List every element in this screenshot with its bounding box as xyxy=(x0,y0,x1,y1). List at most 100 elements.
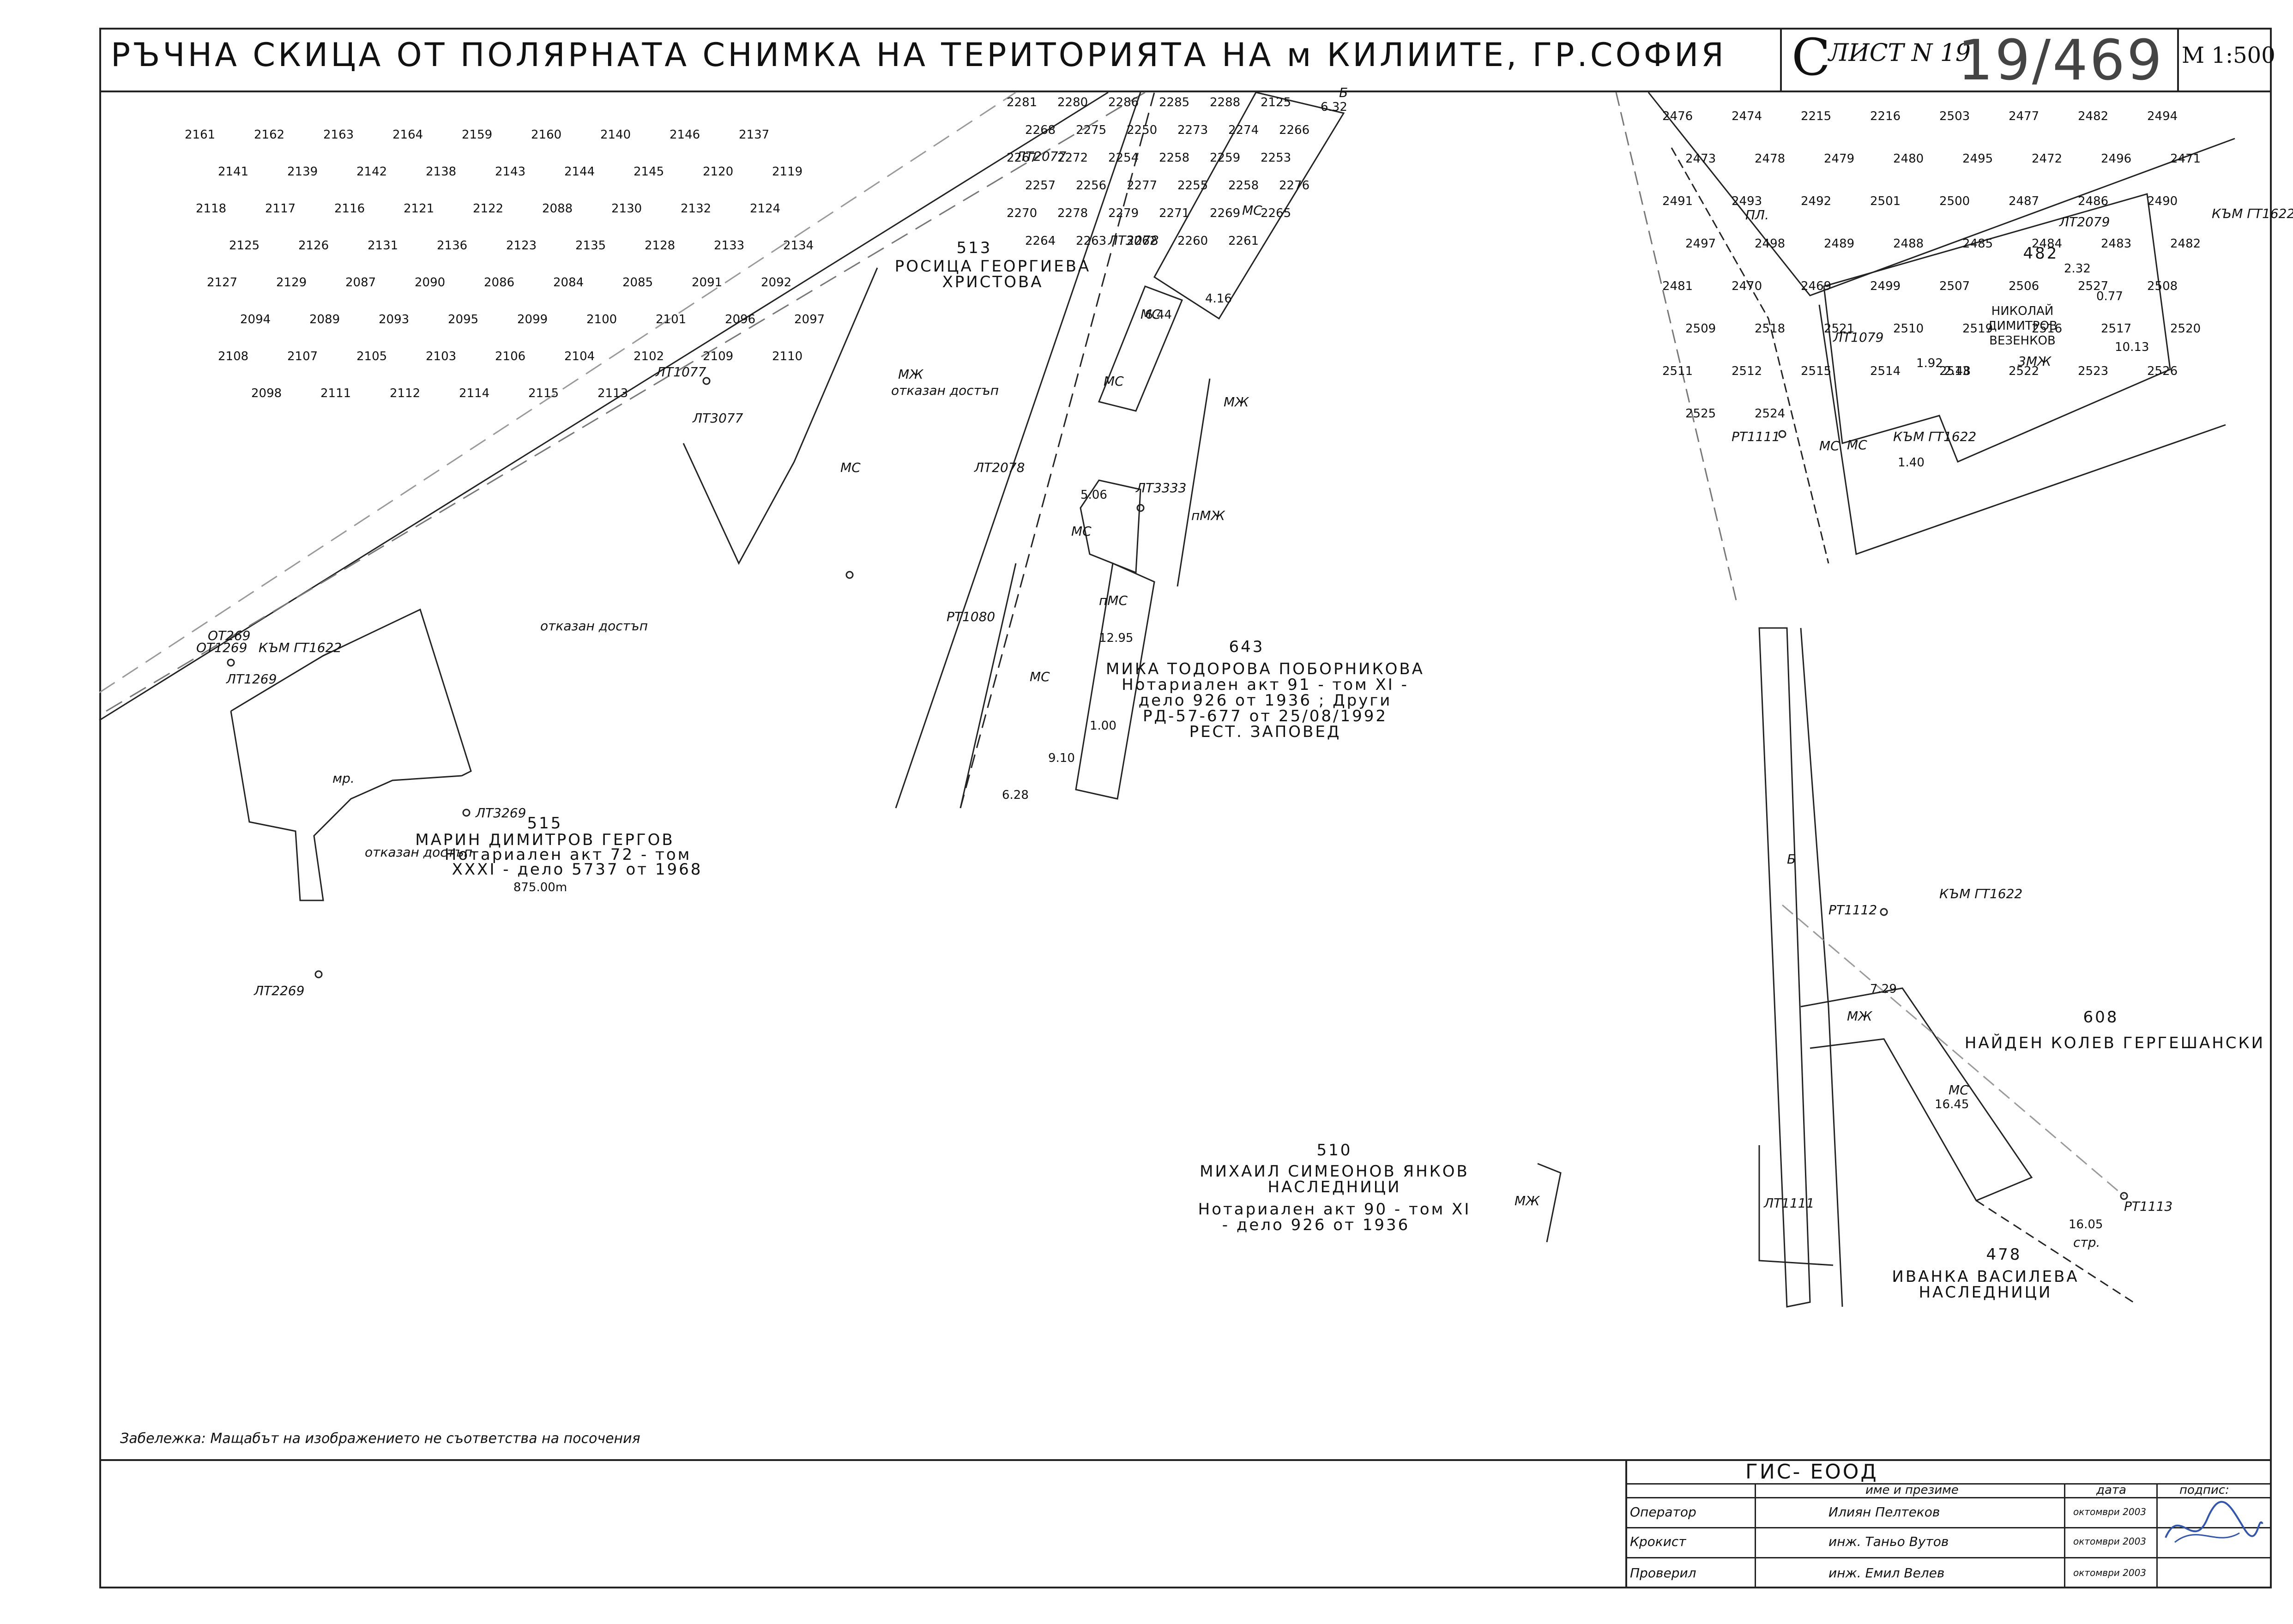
parcel-owner-643: дело 926 от 1936 ; Други xyxy=(1139,691,1392,710)
dashed-traverse xyxy=(1782,904,2124,1197)
point-number: 2102 xyxy=(634,350,664,363)
point-number: 2516 xyxy=(2032,322,2062,336)
col-sign-header: подпис: xyxy=(2179,1483,2229,1497)
point-number: 2510 xyxy=(1893,322,1924,336)
distance-label: 0.77 xyxy=(2096,290,2123,303)
survey-station: ЛТ1111 xyxy=(1763,1195,1814,1211)
point-number: 2474 xyxy=(1732,109,1762,123)
direction-label: КЪМ ГТ1622 xyxy=(1893,429,1976,444)
point-number: 2268 xyxy=(1025,123,1056,137)
point-number: 2131 xyxy=(368,239,398,253)
point-number: 2281 xyxy=(1007,96,1037,109)
point-number: 2092 xyxy=(761,276,791,290)
point-number: 2518 xyxy=(1755,322,1785,336)
point-number: 2128 xyxy=(645,239,675,253)
point-number: 2526 xyxy=(2147,364,2178,378)
point-number: 2479 xyxy=(1824,152,1854,166)
point-number: 2104 xyxy=(564,350,595,363)
fence-line xyxy=(1177,378,1211,587)
point-number: 2216 xyxy=(1870,109,1901,123)
refused-access-label: отказан достъп xyxy=(365,845,472,860)
parcel-482-boundary xyxy=(1647,92,2235,296)
building-type-label: МС xyxy=(1030,669,1050,684)
point-number: 2517 xyxy=(2101,322,2131,336)
point-number: 2135 xyxy=(575,239,606,253)
point-number: 2115 xyxy=(528,386,559,400)
point-number: 2279 xyxy=(1108,206,1139,220)
company-name: ГИС- ЕООД xyxy=(1745,1460,1878,1484)
point-number: 2120 xyxy=(703,165,733,179)
point-number: 2499 xyxy=(1870,279,1901,293)
sheet-cell xyxy=(1780,28,2182,92)
name-operator: Илиян Пелтеков xyxy=(1828,1504,1940,1520)
point-number: 2117 xyxy=(265,202,296,216)
refused-access-label: отказан достъп xyxy=(540,618,648,634)
point-number: 2521 xyxy=(1824,322,1854,336)
point-number: 2477 xyxy=(2009,109,2039,123)
point-number: 2100 xyxy=(586,313,617,326)
point-number: 2126 xyxy=(298,239,329,253)
building-type-label: МЖ xyxy=(1515,1193,1540,1208)
point-number: 2495 xyxy=(1962,152,1993,166)
parcel-number-608: 608 xyxy=(2083,1008,2119,1026)
point-number: 2134 xyxy=(783,239,814,253)
point-number: 2273 xyxy=(1177,123,1208,137)
parcel-515-boundary xyxy=(230,711,462,901)
point-number: 2267 xyxy=(1007,151,1037,165)
point-number: 2097 xyxy=(794,313,825,326)
point-number: 2099 xyxy=(517,313,548,326)
parcel-owner-643: МИКА ТОДОРОВА ПОБОРНИКОВА xyxy=(1106,660,1424,678)
survey-station: РТ1113 xyxy=(2124,1199,2172,1214)
point-number: 2091 xyxy=(692,276,722,290)
building-type-label: пМС xyxy=(1099,593,1128,608)
point-number: 2093 xyxy=(379,313,409,326)
point-number: 2160 xyxy=(531,128,561,142)
survey-station: ЛТ2078 xyxy=(974,460,1025,475)
point-number: 2512 xyxy=(1732,364,1762,378)
area-label: ПЛ. xyxy=(1745,207,1769,223)
parcel-owner-515: Нотариален акт 72 - том xyxy=(445,845,692,864)
point-number: 2089 xyxy=(309,313,340,326)
point-number: 2123 xyxy=(506,239,537,253)
parcel-owner-510: - дело 926 от 1936 xyxy=(1222,1216,1410,1234)
point-number: 2258 xyxy=(1159,151,1189,165)
date-checker: октомври 2003 xyxy=(2073,1567,2147,1578)
point-number: 2121 xyxy=(404,202,434,216)
point-number: 2163 xyxy=(323,128,354,142)
point-number: 2130 xyxy=(611,202,642,216)
parcel-number-643: 643 xyxy=(1229,638,1265,656)
road-edge xyxy=(895,92,1141,809)
point-number: 2288 xyxy=(1210,96,1240,109)
point-number: 2105 xyxy=(356,350,387,363)
point-number: 2159 xyxy=(462,128,492,142)
scale-cell xyxy=(2177,28,2272,92)
point-number: 2469 xyxy=(1801,279,1831,293)
parcel-number-482: 482 xyxy=(2023,244,2059,263)
point-number: 2265 xyxy=(1261,206,1291,220)
point-number: 2111 xyxy=(320,386,351,400)
point-number: 2500 xyxy=(1939,194,1970,208)
tb-rule xyxy=(2156,1483,2158,1588)
distance-labels: 6.324.166.445.0612.959.106.281.002.320.7… xyxy=(1002,100,2149,1232)
point-number: 2501 xyxy=(1870,194,1901,208)
parcel-owner-643: РД-57-677 от 25/08/1992 xyxy=(1143,707,1388,725)
point-number: 2473 xyxy=(1685,152,1716,166)
point-number: 2261 xyxy=(1228,234,1259,248)
direction-label: КЪМ ГТ1622 xyxy=(1939,886,2022,901)
point-number: 2483 xyxy=(2101,237,2131,251)
building xyxy=(1075,562,1155,800)
point-number: 2470 xyxy=(1732,279,1762,293)
point-number: 2140 xyxy=(600,128,631,142)
point-number: 2258 xyxy=(1228,179,1259,193)
survey-station: РТ1112 xyxy=(1828,902,1877,918)
direction-label: КЪМ ГТ1622 xyxy=(2212,206,2293,221)
road-label: Б xyxy=(1787,851,1796,867)
point-number: 2509 xyxy=(1685,322,1716,336)
parcel-boundary xyxy=(1758,1145,1834,1266)
dashed-traverse xyxy=(106,91,1146,712)
point-number: 2259 xyxy=(1210,151,1240,165)
point-number: 2506 xyxy=(2009,279,2039,293)
area-label: стр. xyxy=(2073,1235,2100,1250)
building-type-label: МЖ xyxy=(1847,1008,1873,1024)
